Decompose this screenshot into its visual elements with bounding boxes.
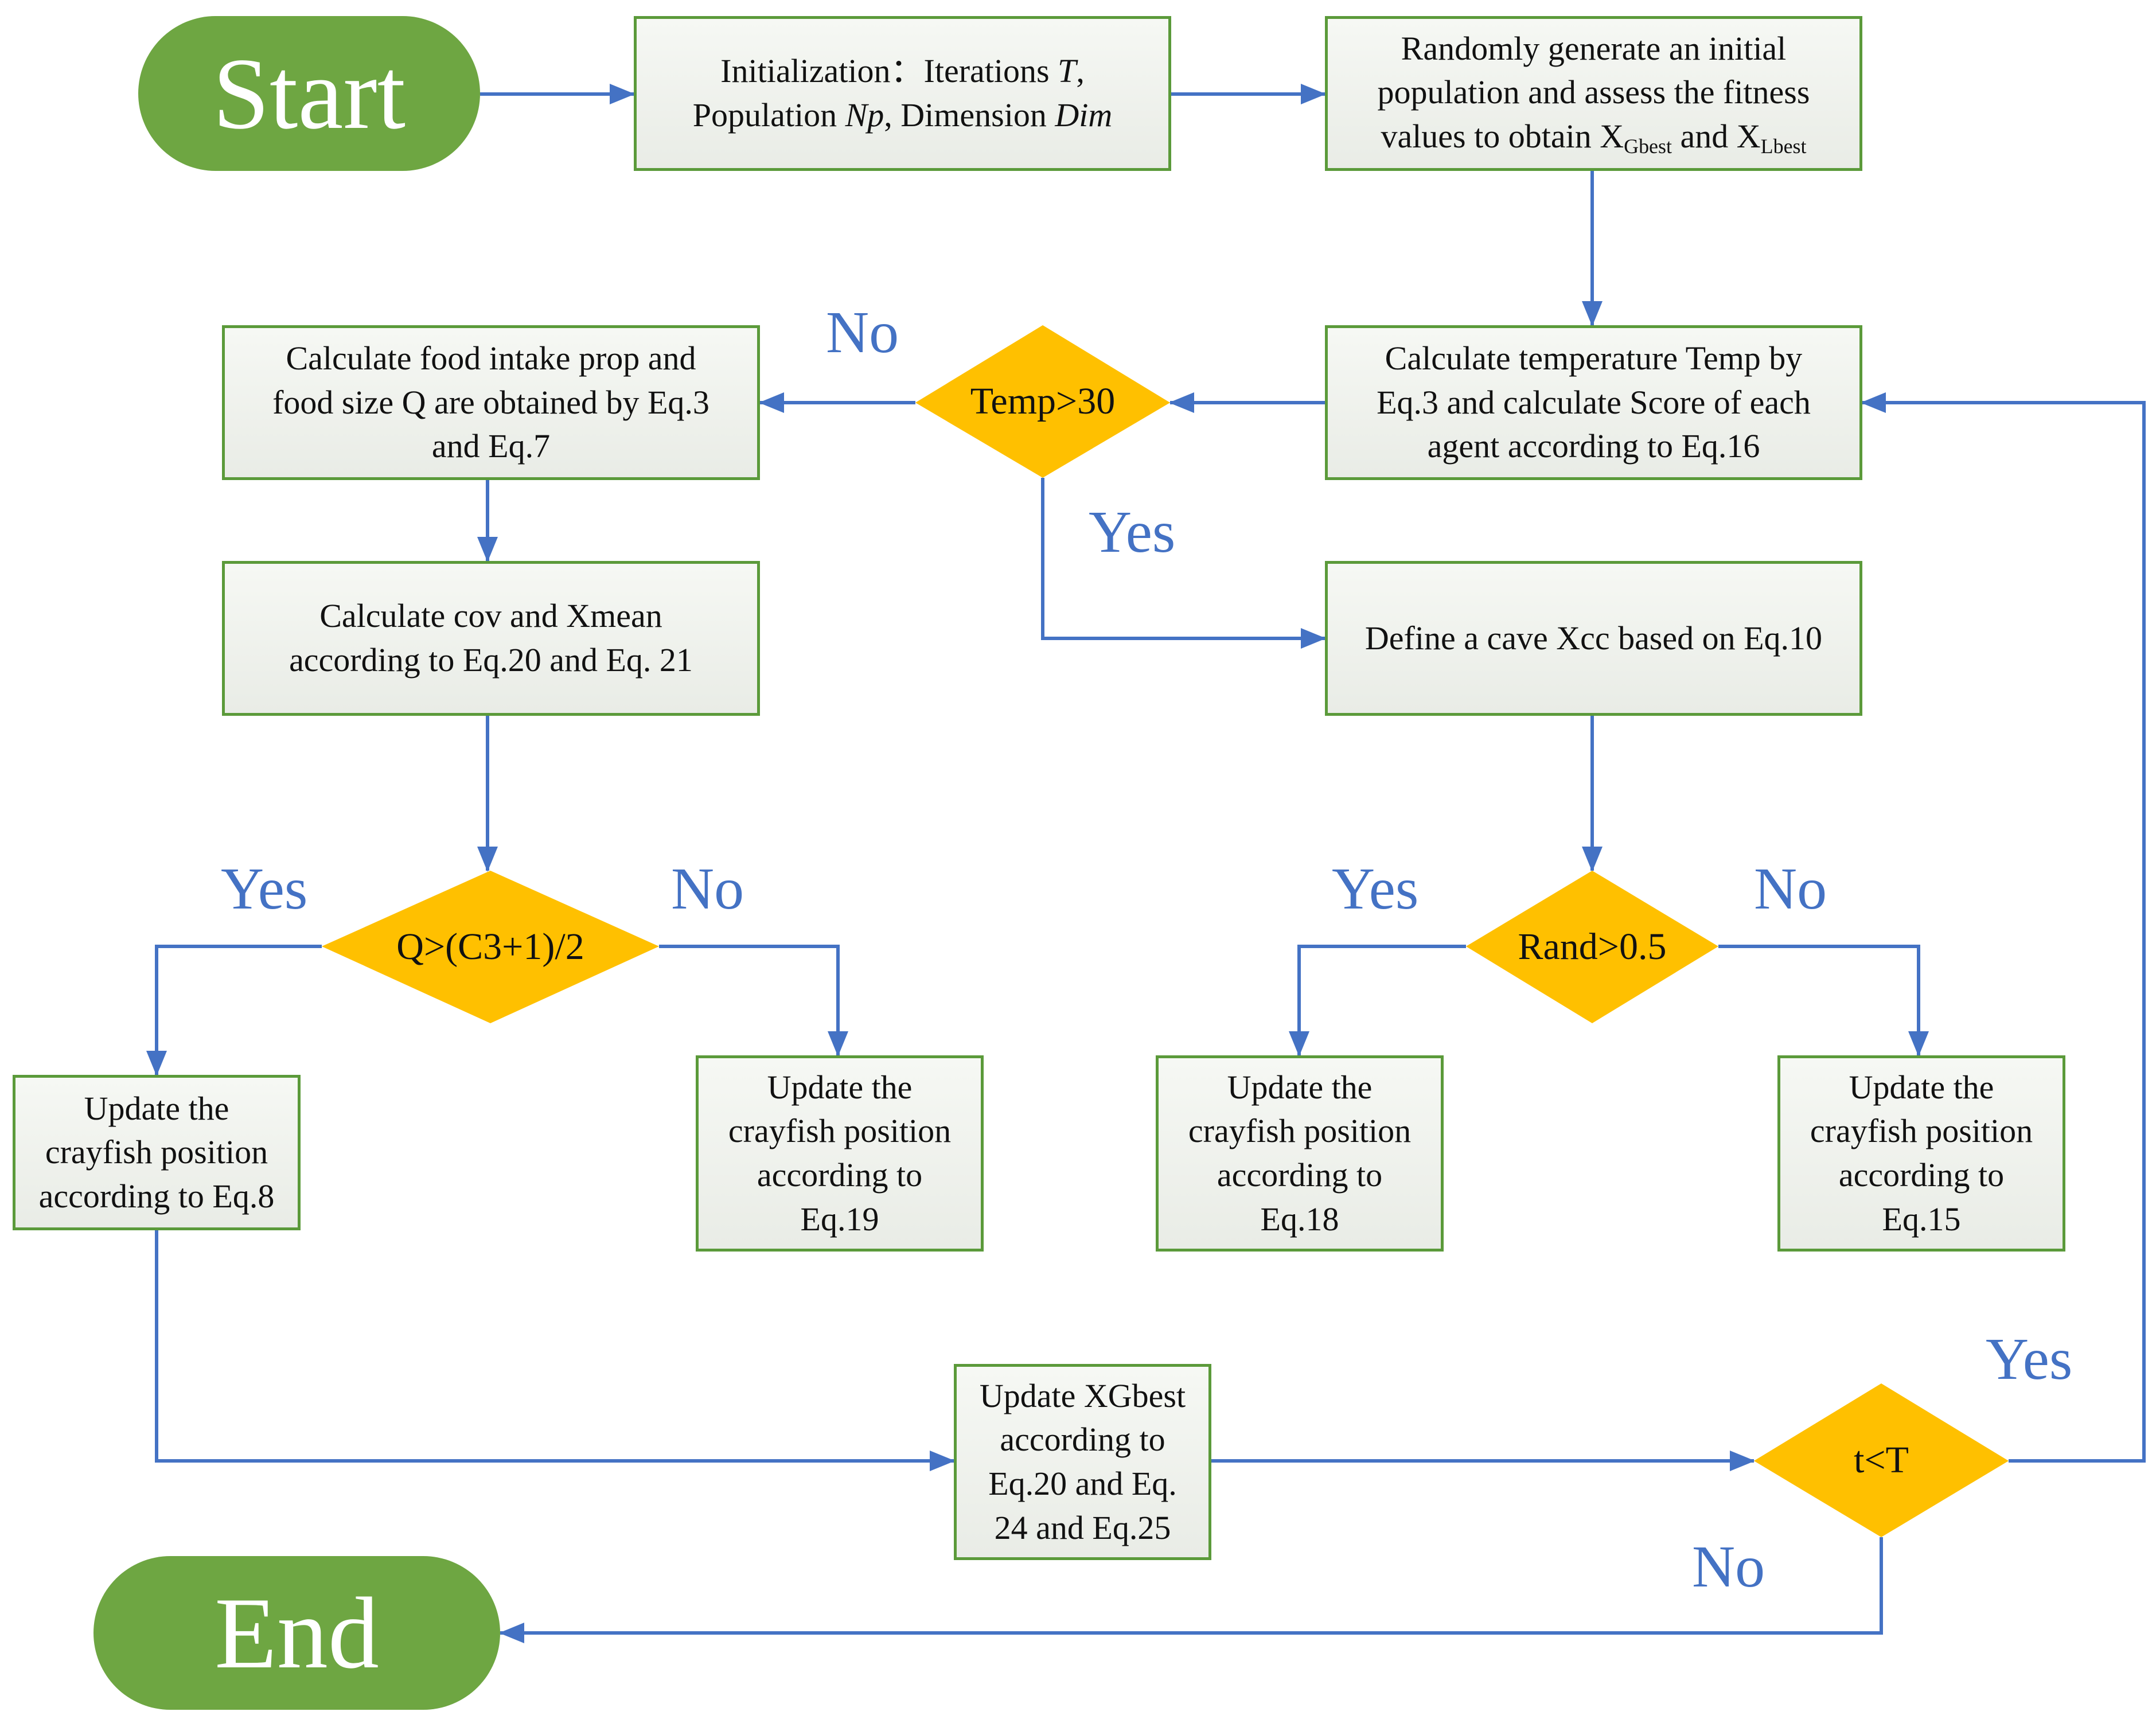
decision-rand-label: Rand>0.5 xyxy=(1518,926,1667,968)
rand-no-label: No xyxy=(1754,856,1827,922)
calc-temperature-line-3: agent according to Eq.16 xyxy=(1427,427,1760,465)
random-init-line-3: values to obtain XGbest and XLbest xyxy=(1378,115,1810,161)
arrow-t-yes-loop xyxy=(1861,392,2146,1463)
calc-food-line-3: and Eq.7 xyxy=(431,427,551,465)
update-eq19-line-4: Eq.19 xyxy=(800,1200,879,1238)
update-eq18-line-3: according to xyxy=(1217,1156,1383,1194)
population-label: Population xyxy=(692,96,837,134)
calc-cov-line-1: Calculate cov and Xmean xyxy=(319,597,662,635)
update-gbest-line-2: according to xyxy=(1000,1421,1165,1459)
update-eq15-line-4: Eq.15 xyxy=(1882,1200,1961,1238)
dimension-label: , Dimension xyxy=(884,96,1047,134)
calc-temperature-line-2: Eq.3 and calculate Score of each xyxy=(1377,383,1811,421)
update-eq15-box: Update the crayfish position according t… xyxy=(1777,1055,2065,1252)
update-gbest-line-3: Eq.20 and Eq. xyxy=(988,1465,1177,1502)
update-eq18-line-2: crayfish position xyxy=(1188,1112,1412,1150)
random-init-box: Randomly generate an initial population … xyxy=(1325,16,1862,171)
calc-temperature-box: Calculate temperature Temp by Eq.3 and c… xyxy=(1325,325,1862,480)
update-eq8-line-3: according to Eq.8 xyxy=(38,1177,275,1215)
update-eq19-box: Update the crayfish position according t… xyxy=(696,1055,984,1252)
arrow-q-no xyxy=(659,945,848,1057)
temp-no-label: No xyxy=(826,299,899,365)
arrow-rand-yes xyxy=(1289,945,1466,1057)
rand-yes-label: Yes xyxy=(1332,856,1419,922)
update-eq15-line-2: crayfish position xyxy=(1810,1112,2033,1150)
t-no-label: No xyxy=(1692,1534,1765,1600)
update-gbest-line-1: Update XGbest xyxy=(979,1377,1186,1414)
decision-q-diamond xyxy=(322,871,659,1023)
initialization-label: Initialization：Iterations xyxy=(720,52,1050,90)
update-eq18-line-4: Eq.18 xyxy=(1260,1200,1339,1238)
initialization-line-2: Population Np, Dimension Dim xyxy=(693,93,1112,138)
update-eq15-line-3: according to xyxy=(1838,1156,2005,1194)
define-cave-line-1: Define a cave Xcc based on Eq.10 xyxy=(1364,619,1823,657)
initialization-sep-1: , xyxy=(1076,52,1085,90)
calc-cov-line-2: according to Eq.20 and Eq. 21 xyxy=(289,641,693,679)
dimension-symbol: Dim xyxy=(1055,96,1113,134)
update-gbest-box: Update XGbest according to Eq.20 and Eq.… xyxy=(954,1364,1211,1560)
gbest-subscript: Gbest xyxy=(1624,134,1672,158)
decision-rand-diamond xyxy=(1466,871,1718,1023)
update-eq19-line-2: crayfish position xyxy=(728,1112,952,1150)
calc-food-box: Calculate food intake prop and food size… xyxy=(222,325,760,480)
update-eq18-box: Update the crayfish position according t… xyxy=(1156,1055,1444,1252)
define-cave-box: Define a cave Xcc based on Eq.10 xyxy=(1325,561,1862,716)
arrow-t-no-to-end xyxy=(499,1537,1883,1643)
q-no-label: No xyxy=(671,856,744,922)
arrow-rand-no xyxy=(1718,945,1929,1057)
update-eq18-line-1: Update the xyxy=(1227,1068,1373,1106)
update-eq15-line-1: Update the xyxy=(1849,1068,1994,1106)
decision-temp-diamond xyxy=(915,325,1170,478)
update-gbest-line-4: 24 and Eq.25 xyxy=(994,1508,1171,1546)
t-yes-label: Yes xyxy=(1986,1326,2073,1392)
update-eq8-box: Update the crayfish position according t… xyxy=(13,1075,301,1230)
arrow-q-yes xyxy=(146,945,322,1076)
end-label: End xyxy=(215,1576,379,1690)
update-eq8-line-1: Update the xyxy=(84,1089,229,1127)
random-init-line-1: Randomly generate an initial xyxy=(1401,29,1787,67)
random-init-line-3-text: values to obtain X xyxy=(1381,117,1624,155)
iterations-symbol: T xyxy=(1058,52,1077,90)
calc-temperature-line-1: Calculate temperature Temp by xyxy=(1385,340,1803,377)
calc-food-line-1: Calculate food intake prop and xyxy=(286,340,696,377)
decision-t-diamond xyxy=(1754,1383,2009,1537)
calc-cov-box: Calculate cov and Xmean according to Eq.… xyxy=(222,561,760,716)
lbest-subscript: Lbest xyxy=(1760,134,1807,158)
random-init-and: and X xyxy=(1672,117,1761,155)
update-eq8-line-2: crayfish position xyxy=(45,1133,268,1171)
update-eq19-line-1: Update the xyxy=(767,1068,913,1106)
calc-food-line-2: food size Q are obtained by Eq.3 xyxy=(272,383,709,421)
start-label: Start xyxy=(212,37,406,150)
population-symbol: Np xyxy=(845,96,884,134)
q-yes-label: Yes xyxy=(221,856,308,922)
decision-t-label: t<T xyxy=(1854,1439,1909,1481)
arrow-eq8-to-gbest xyxy=(155,1230,955,1471)
random-init-line-2: population and assess the fitness xyxy=(1377,73,1810,111)
initialization-line-1: Initialization：Iterations T, xyxy=(693,49,1112,93)
arrow-decision-to-cave xyxy=(1041,478,1326,649)
update-eq19-line-3: according to xyxy=(757,1156,923,1194)
start-terminal: Start xyxy=(138,16,480,171)
decision-q-label: Q>(C3+1)/2 xyxy=(396,926,584,968)
decision-temp-label: Temp>30 xyxy=(970,380,1116,422)
initialization-box: Initialization：Iterations T, Population … xyxy=(634,16,1171,171)
temp-yes-label: Yes xyxy=(1089,499,1176,565)
end-terminal: End xyxy=(93,1556,500,1710)
